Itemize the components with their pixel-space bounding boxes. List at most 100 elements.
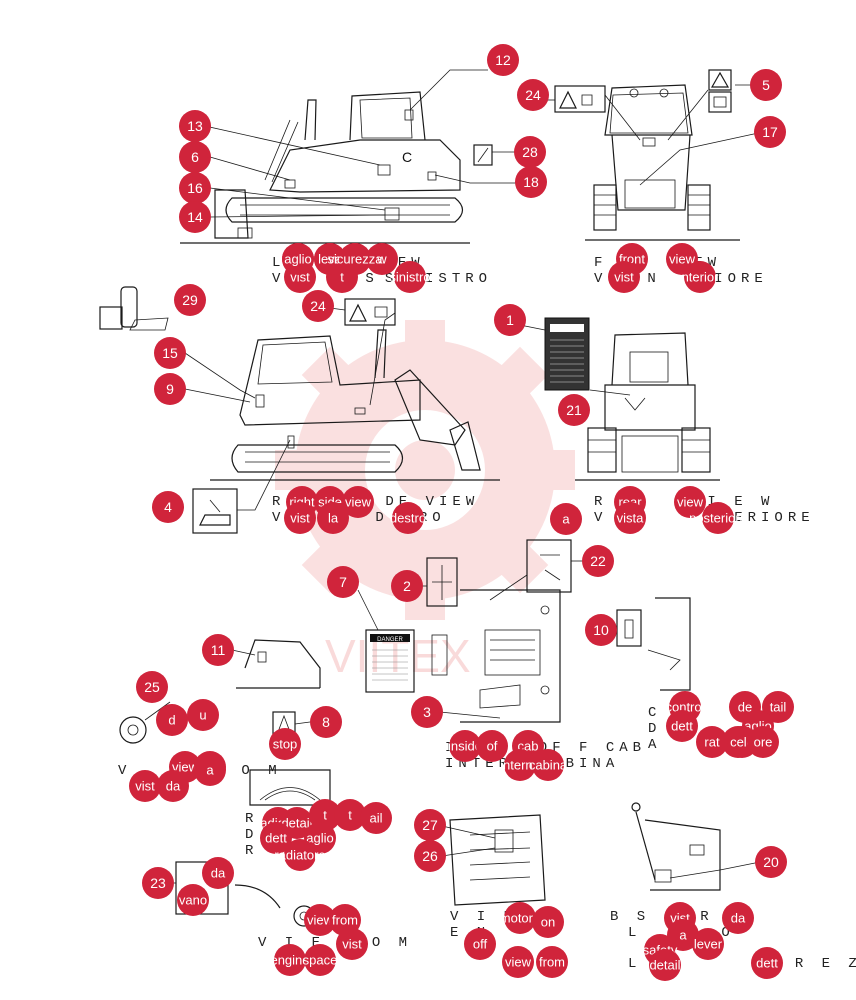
overlay-word-spot[interactable]: space [303, 944, 338, 976]
callout-29[interactable]: 29 [174, 284, 206, 316]
overlay-word-spot[interactable]: ore [747, 726, 779, 758]
callout-28[interactable]: 28 [514, 136, 546, 168]
overlay-word-spot[interactable]: u [187, 699, 219, 731]
callout-4[interactable]: 4 [152, 491, 184, 523]
overlay-word-spot[interactable]: dett [751, 947, 783, 979]
callout-8[interactable]: 8 [310, 706, 342, 738]
svg-text:12: 12 [495, 52, 511, 68]
overlay-word-spot[interactable]: from [536, 946, 568, 978]
overlay-word-spot[interactable]: radiatore [274, 839, 326, 871]
callout-17[interactable]: 17 [754, 116, 786, 148]
radiator-caption-2: D [245, 827, 258, 843]
radiator-caption: R [245, 811, 258, 827]
overlay-word-spot[interactable]: vist [608, 261, 640, 293]
overlay-word-spot[interactable]: interno [500, 749, 540, 781]
callout-13[interactable]: 13 [179, 110, 211, 142]
overlay-word-spot[interactable]: vista [614, 502, 646, 534]
callout-3[interactable]: 3 [411, 696, 443, 728]
callout-25[interactable]: 25 [136, 671, 168, 703]
overlay-word-spot[interactable]: view [502, 946, 534, 978]
overlay-word-label: view [669, 252, 696, 267]
overlay-word-spot[interactable]: vist [336, 928, 368, 960]
overlay-word-label: dett [756, 956, 778, 971]
callout-20[interactable]: 20 [755, 846, 787, 878]
overlay-word-label: vista [617, 511, 645, 526]
overlay-word-spot[interactable]: view [674, 486, 706, 518]
callout-11[interactable]: 11 [202, 634, 234, 666]
overlay-word-spot[interactable]: from [329, 904, 361, 936]
callout-2[interactable]: 2 [391, 570, 423, 602]
overlay-word-spot[interactable]: a [667, 919, 699, 951]
overlay-word-label: space [303, 953, 338, 968]
overlay-word-spot[interactable]: lever [692, 928, 724, 960]
callout-15[interactable]: 15 [154, 337, 186, 369]
overlay-word-spot[interactable]: a [550, 503, 582, 535]
decal-2-box [426, 557, 458, 607]
overlay-word-spot[interactable]: on [532, 906, 564, 938]
overlay-word-spot[interactable]: vist [129, 770, 161, 802]
svg-text:4: 4 [164, 499, 172, 515]
overlay-word-label: aglio [284, 252, 311, 267]
overlay-word-spot[interactable]: da [157, 770, 189, 802]
front-view-drawing [585, 84, 740, 241]
overlay-word-spot[interactable]: sicurezza [328, 243, 384, 275]
overlay-word-spot[interactable]: vist [284, 502, 316, 534]
svg-text:1: 1 [506, 312, 514, 328]
callout-7[interactable]: 7 [327, 566, 359, 598]
callout-6[interactable]: 6 [179, 141, 211, 173]
overlay-word-spot[interactable]: dett [666, 710, 698, 742]
callout-18[interactable]: 18 [515, 166, 547, 198]
overlay-word-spot[interactable]: da [202, 857, 234, 889]
overlay-word-spot[interactable]: destro [390, 502, 426, 534]
overlay-word-spot[interactable]: inside [448, 730, 482, 762]
left-side-view-drawing: C [180, 91, 470, 244]
overlay-word-spot[interactable]: dett [260, 822, 292, 854]
overlay-word-spot[interactable]: leva [314, 243, 346, 275]
callout-5[interactable]: 5 [750, 69, 782, 101]
overlay-word-spot[interactable]: off [464, 928, 496, 960]
decal-29-icon [99, 286, 169, 331]
decal-28-box [473, 144, 493, 166]
callout-14[interactable]: 14 [179, 201, 211, 233]
svg-text:15: 15 [162, 345, 178, 361]
callout-1[interactable]: 1 [494, 304, 526, 336]
overlay-word-spot[interactable]: posteriore [689, 502, 747, 534]
overlay-word-label: from [332, 913, 358, 928]
overlay-word-spot[interactable]: a [194, 754, 226, 786]
callout-24-middle[interactable]: 24 [302, 290, 334, 322]
overlay-word-spot[interactable]: view [304, 904, 336, 936]
callout-16[interactable]: 16 [179, 172, 211, 204]
callout-24-top[interactable]: 24 [517, 79, 549, 111]
overlay-word-spot[interactable]: cabina [529, 749, 568, 781]
overlay-word-spot[interactable]: view [342, 486, 374, 518]
overlay-word-spot[interactable]: da [722, 902, 754, 934]
overlay-word-spot[interactable]: tail [762, 691, 794, 723]
overlay-word-spot[interactable]: aglio [282, 243, 314, 275]
callout-27[interactable]: 27 [414, 809, 446, 841]
callout-26[interactable]: 26 [414, 840, 446, 872]
callout-9[interactable]: 9 [154, 373, 186, 405]
right-side-view-drawing [210, 329, 500, 481]
callout-12[interactable]: 12 [487, 44, 519, 76]
overlay-word-spot[interactable]: d [156, 704, 188, 736]
overlay-word-spot[interactable]: w [366, 243, 398, 275]
overlay-word-spot[interactable]: anteriore [674, 261, 726, 293]
overlay-word-spot[interactable]: vano [177, 884, 209, 916]
overlay-word-spot[interactable]: motore [500, 902, 540, 934]
overlay-word-spot[interactable]: of [476, 730, 508, 762]
callout-23[interactable]: 23 [142, 867, 174, 899]
overlay-word-spot[interactable]: la [317, 502, 349, 534]
overlay-word-label: on [541, 915, 555, 930]
callout-10[interactable]: 10 [585, 614, 617, 646]
overlay-word-spot[interactable]: rat [696, 726, 728, 758]
overlay-word-spot[interactable]: sinistro [389, 261, 431, 293]
overlay-word-spot[interactable]: t [334, 799, 366, 831]
overlay-word-spot[interactable]: ail [360, 802, 392, 834]
callout-22[interactable]: 22 [582, 545, 614, 577]
callout-21[interactable]: 21 [558, 394, 590, 426]
overlay-word-spot[interactable]: engine [270, 944, 310, 976]
overlay-word-spot[interactable]: stop [269, 728, 301, 760]
overlay-word-spot[interactable]: detail [649, 949, 681, 981]
overlay-word-label: ail [369, 811, 382, 826]
